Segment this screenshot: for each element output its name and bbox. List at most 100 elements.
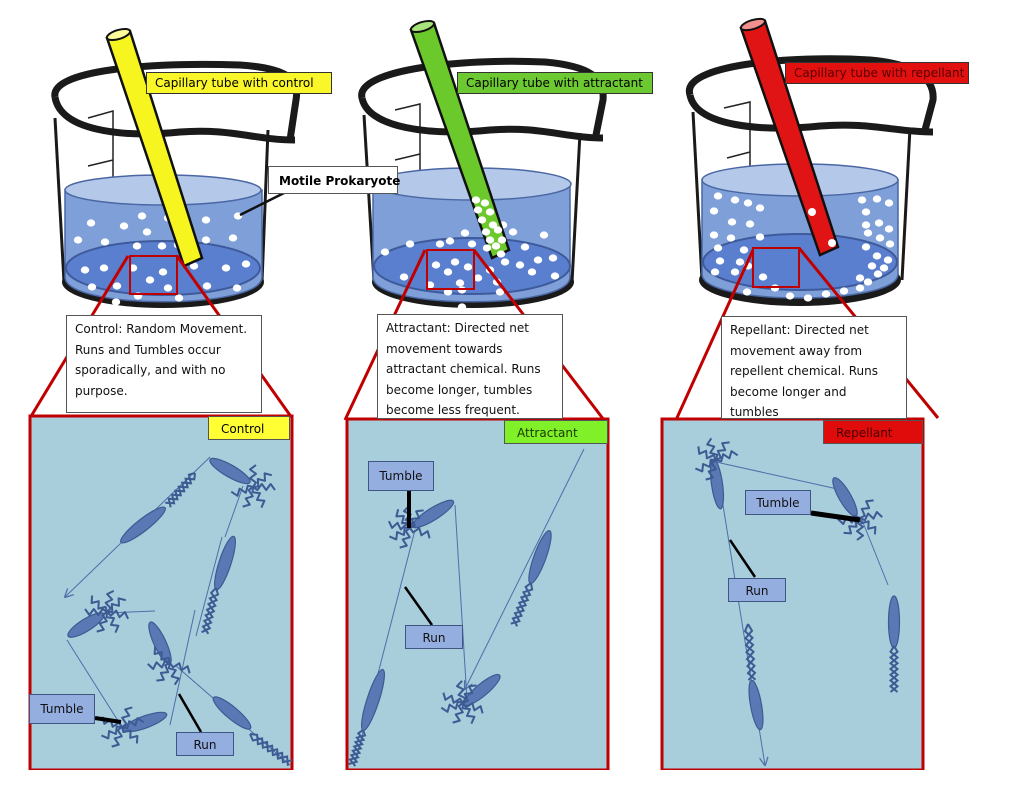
prokaryote-dot — [884, 199, 894, 207]
motile-prokaryote-callout: Motile Prokaryote — [268, 166, 400, 194]
prokaryote-dot — [174, 294, 184, 302]
bacterium-body — [887, 595, 901, 649]
flagellum — [456, 680, 467, 704]
flagellum — [121, 717, 145, 730]
prokaryote-dot — [80, 266, 90, 274]
zoom-region — [426, 249, 475, 290]
prokaryote-dot — [232, 284, 242, 292]
prokaryote-dot — [855, 284, 865, 292]
prokaryote-dot — [431, 261, 441, 269]
prokaryote-dot — [550, 272, 560, 280]
flagellum — [104, 589, 115, 613]
prokaryote-dot — [463, 263, 473, 271]
flagellum — [252, 472, 273, 488]
prokaryote-dot — [863, 229, 873, 237]
bacterium-body — [212, 696, 252, 730]
callout-leader — [239, 188, 291, 217]
prokaryote-dot — [189, 262, 199, 270]
prokaryote-dot — [539, 231, 549, 239]
flagellum — [147, 659, 171, 670]
prokaryote-dot — [873, 270, 883, 278]
prokaryote-dot — [485, 208, 495, 216]
flagellar-bundle — [201, 587, 219, 635]
prokaryote-dot — [201, 236, 211, 244]
prokaryote-dot — [515, 261, 525, 269]
prokaryote-dot — [867, 262, 877, 270]
label-leader — [177, 693, 203, 733]
bacterium-body — [120, 506, 166, 544]
prokaryote-dot — [86, 219, 96, 227]
prokaryote-dot — [443, 288, 453, 296]
graduation-marks — [723, 101, 751, 175]
prokaryote-dot — [855, 274, 865, 282]
label-leader — [728, 539, 757, 578]
prokaryote-dot — [443, 268, 453, 276]
bacterium-body — [209, 457, 251, 485]
prokaryote-dot — [497, 236, 507, 244]
flagellum — [101, 725, 123, 740]
flagellum — [156, 662, 171, 682]
bacterium-body — [748, 679, 764, 731]
prokaryote-dot — [879, 264, 889, 272]
prokaryote-dot — [457, 303, 467, 311]
flagellar-bundle — [888, 645, 900, 693]
prokaryote-dot — [137, 212, 147, 220]
prokaryote-dot — [460, 229, 470, 237]
beaker-wall — [53, 117, 66, 283]
flagellar-bundle — [743, 623, 757, 681]
flagellum — [106, 609, 130, 620]
prokaryote-dot — [861, 243, 871, 251]
swim-path — [861, 519, 889, 586]
prokaryote-dot — [158, 268, 168, 276]
prokaryote-dot — [863, 278, 873, 286]
prokaryote-dot — [508, 228, 518, 236]
tumble-label-control: Tumble — [29, 694, 95, 724]
prokaryote-dot — [495, 288, 505, 296]
prokaryote-dot — [87, 283, 97, 291]
prokaryote-dot — [157, 242, 167, 250]
swim-path — [715, 461, 843, 491]
beaker-control — [28, 27, 301, 419]
flagellar-bundle — [201, 587, 220, 634]
prokaryote-dot — [710, 268, 720, 276]
tube-label-control: Capillary tube with control — [146, 72, 332, 94]
tube-label-attractant: Capillary tube with attractant — [457, 72, 653, 94]
flagellum — [121, 726, 139, 744]
prokaryote-dot — [132, 242, 142, 250]
flagellum — [695, 458, 717, 473]
flagellar-bundle — [249, 733, 289, 766]
prokaryote-dot — [709, 207, 719, 215]
prokaryote-dot — [709, 231, 719, 239]
flagellum — [252, 483, 276, 491]
prokaryote-dot — [496, 250, 506, 258]
prokaryote-dot — [201, 216, 211, 224]
panel-tag-repellant: Repellant — [823, 420, 923, 444]
flagellum — [169, 662, 191, 674]
prokaryote-dot — [739, 246, 749, 254]
prokaryote-dot — [477, 216, 487, 224]
prokaryote-dot — [727, 218, 737, 226]
prokaryote-dot — [488, 221, 498, 229]
flagellar-bundle — [167, 472, 196, 508]
prokaryote-dot — [435, 240, 445, 248]
swim-path — [465, 448, 585, 689]
capillary-tube-attractant — [409, 19, 511, 260]
prokaryote-dot — [520, 243, 530, 251]
beaker-rim-front — [51, 96, 296, 144]
flagellar-bundle — [510, 582, 534, 625]
prokaryote-dot — [730, 196, 740, 204]
flagellar-bundle — [165, 472, 196, 505]
swim-path — [195, 536, 223, 637]
prokaryote-dot — [485, 236, 495, 244]
tumble-label-repellant: Tumble — [745, 490, 811, 515]
tumble-label-attractant: Tumble — [368, 461, 434, 491]
prokaryote-dot — [742, 288, 752, 296]
prokaryote-dot — [821, 290, 831, 298]
flagellum — [706, 437, 719, 461]
flagellum — [106, 597, 127, 613]
zoom-region — [129, 255, 178, 295]
flagellum — [111, 726, 123, 748]
prokaryote-dot — [481, 228, 491, 236]
prokaryote-dot — [491, 242, 501, 250]
prokaryote-dot — [861, 221, 871, 229]
